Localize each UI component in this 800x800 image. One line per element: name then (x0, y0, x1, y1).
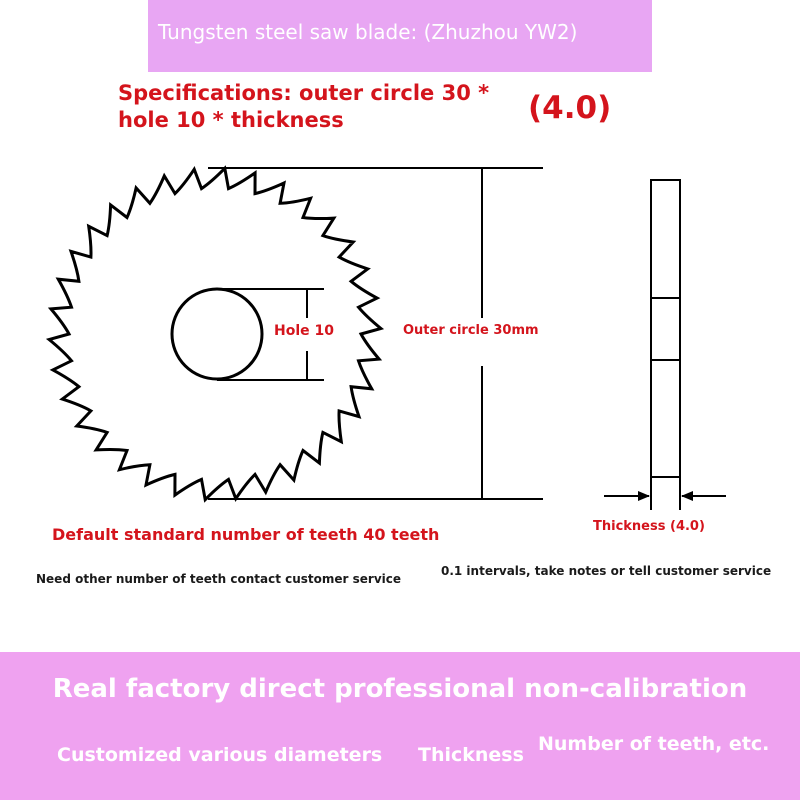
bottom-banner: Real factory direct professional non-cal… (0, 652, 800, 800)
thickness-label: Thickness (4.0) (593, 519, 705, 534)
footer-item-thickness: Thickness (418, 744, 524, 766)
footer-item-teeth: Number of teeth, etc. (538, 733, 770, 755)
spec-line-1: Specifications: outer circle 30 * (118, 81, 490, 105)
saw-blade-outline (45, 165, 385, 503)
blade-side-view (650, 179, 681, 478)
note-teeth-service: Need other number of teeth contact custo… (36, 572, 402, 586)
arrowhead-right (681, 491, 693, 501)
banner-title: Tungsten steel saw blade: (Zhuzhou YW2) (158, 20, 578, 44)
spec-line-2: hole 10 * thickness (118, 108, 344, 132)
note-intervals-service: 0.1 intervals, take notes or tell custom… (441, 564, 772, 578)
spec-thickness-value: (4.0) (528, 90, 612, 126)
teeth-count-label: Default standard number of teeth 40 teet… (52, 525, 440, 544)
top-banner: Tungsten steel saw blade: (Zhuzhou YW2) (148, 0, 652, 72)
arrowhead-left (638, 491, 650, 501)
footer-item-diameters: Customized various diameters (57, 744, 383, 766)
center-hole (170, 287, 264, 381)
hole-label: Hole 10 (274, 323, 334, 339)
outer-circle-label: Outer circle 30mm (403, 323, 539, 338)
footer-headline: Real factory direct professional non-cal… (52, 674, 748, 704)
